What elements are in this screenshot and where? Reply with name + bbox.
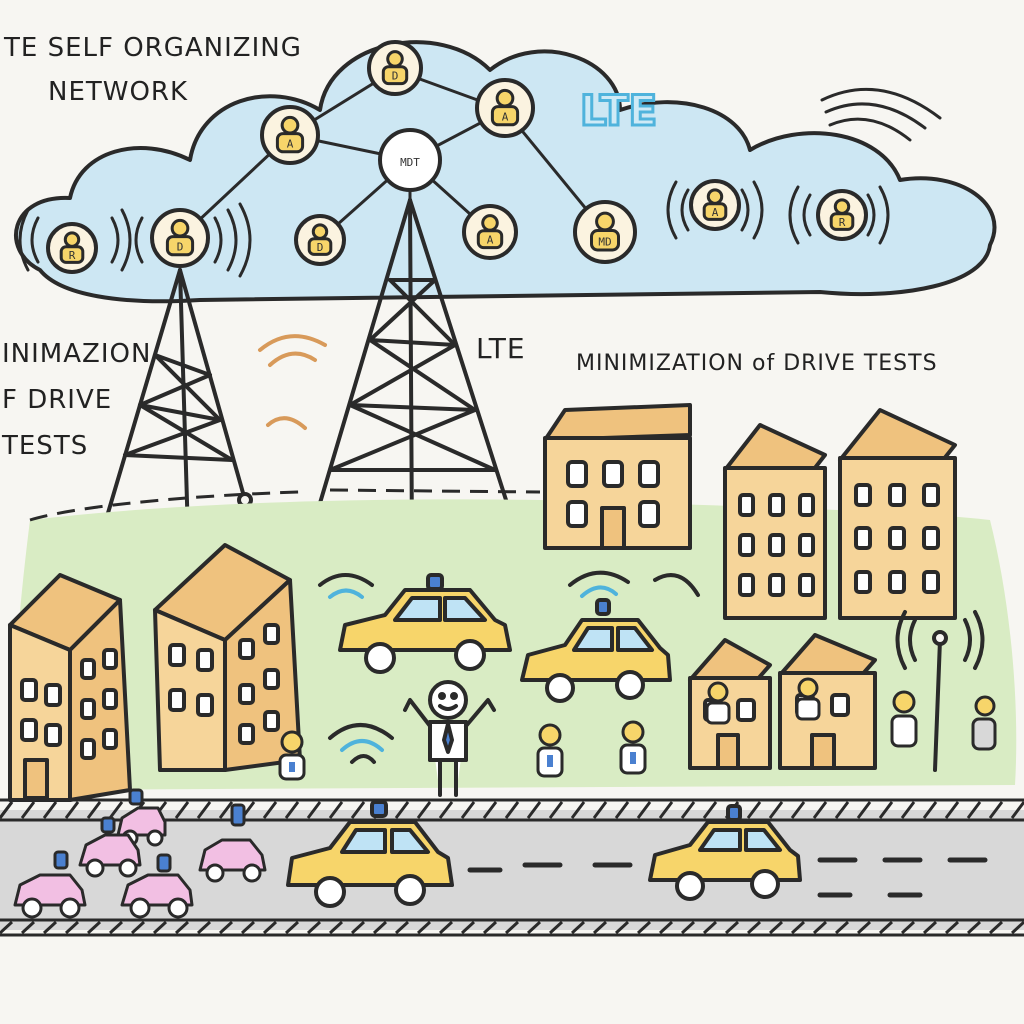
network-node: D xyxy=(294,214,346,266)
person-small-3 xyxy=(619,720,647,775)
building-tall-left xyxy=(8,573,132,802)
right-mdt-label: MINIMIZATION of DRIVE TESTS xyxy=(576,351,938,376)
small-car-5 xyxy=(120,853,194,919)
network-node-label: MD xyxy=(598,236,611,249)
taxi-1 xyxy=(338,573,512,674)
network-node: D xyxy=(367,40,423,96)
building-top-center xyxy=(543,403,692,550)
tower-left xyxy=(92,268,253,548)
network-node: A xyxy=(260,105,320,165)
cloud-shape xyxy=(14,40,997,304)
small-cars xyxy=(13,788,267,919)
signal-waves-ground xyxy=(258,334,700,764)
network-node-label: D xyxy=(392,70,399,83)
title-line-2: NETWORK xyxy=(48,77,188,107)
network-node-label: D xyxy=(317,241,324,254)
network-node: A xyxy=(462,204,518,260)
left-mdt-line-3: TESTS xyxy=(1,431,88,461)
taxi-2 xyxy=(520,598,672,703)
network-node-label: D xyxy=(177,241,184,254)
network-node: MD xyxy=(573,200,637,264)
network-node-label: A xyxy=(487,234,494,247)
signal-waves-cloud xyxy=(18,88,942,278)
person-small-2 xyxy=(536,723,564,778)
network-node-label: A xyxy=(502,111,509,124)
network-node: MDT xyxy=(378,128,442,192)
cloud xyxy=(14,40,997,304)
lane-dashes xyxy=(467,857,988,898)
taxi-3 xyxy=(286,800,454,908)
tower-center xyxy=(304,198,523,553)
network-node: R xyxy=(816,189,868,241)
tower-lte-label: LTE xyxy=(476,332,526,365)
small-car-2 xyxy=(78,816,142,878)
people-small xyxy=(278,677,997,781)
person-center xyxy=(403,680,496,797)
network-nodes: D A A MDT R D D A MD A R xyxy=(46,40,868,274)
road-hatching xyxy=(0,801,1024,935)
small-car-3 xyxy=(198,803,267,883)
building-right-1 xyxy=(723,423,827,620)
building-right-2 xyxy=(838,408,957,620)
small-car-4 xyxy=(13,850,87,919)
network-node-label: R xyxy=(839,216,846,229)
antenna-pole xyxy=(895,610,985,772)
title-line-1: TE SELF ORGANIZING xyxy=(3,33,302,63)
building-mid-left xyxy=(153,543,302,772)
network-node: A xyxy=(475,78,535,138)
network-node-label: R xyxy=(69,249,76,262)
network-node: D xyxy=(150,208,210,268)
cloud-lte-label: LTE xyxy=(580,86,657,135)
person-small-7 xyxy=(971,695,997,751)
taxi-4 xyxy=(648,804,802,901)
left-mdt-line-1: INIMAZION xyxy=(2,339,151,369)
network-node: A xyxy=(689,179,741,231)
network-node: R xyxy=(46,222,98,274)
person-small-5 xyxy=(795,677,821,721)
left-mdt-line-2: F DRIVE xyxy=(2,385,112,415)
network-node-label: A xyxy=(712,206,719,219)
person-small-4 xyxy=(705,681,731,725)
person-small-6 xyxy=(890,690,918,748)
network-node-label: MDT xyxy=(400,156,420,169)
person-small-1 xyxy=(278,730,306,781)
network-node-label: A xyxy=(287,138,294,151)
